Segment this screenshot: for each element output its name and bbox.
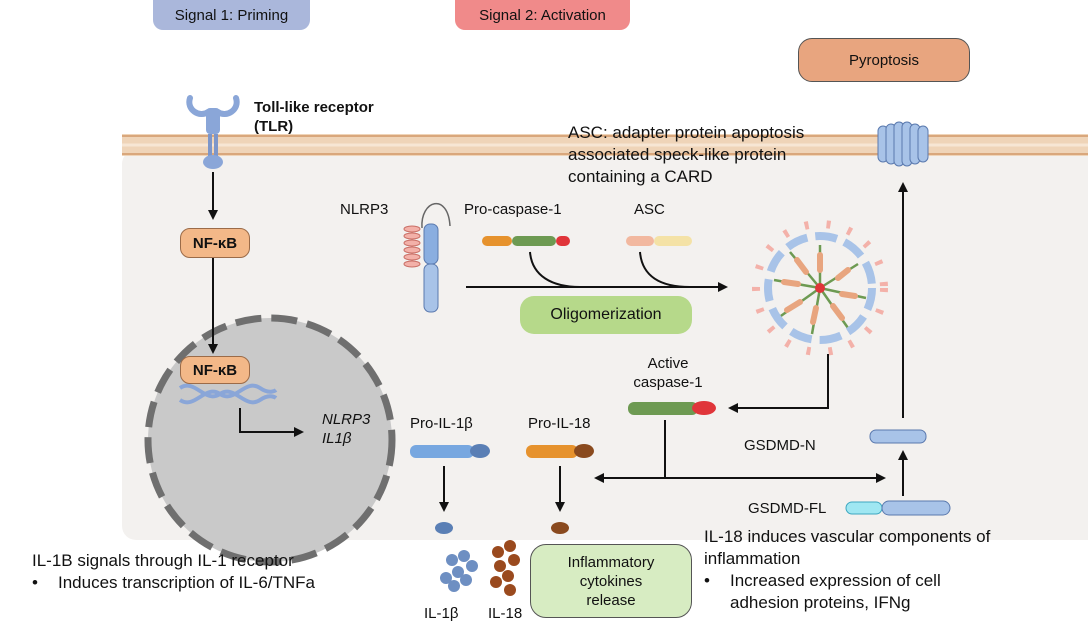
pro-caspase-1-label: Pro-caspase-1 <box>464 201 562 218</box>
il18-cluster-icon <box>490 540 520 596</box>
gsdmd-fl-protein-icon <box>845 500 951 516</box>
gsdmd-pore-icon <box>877 121 929 167</box>
arrow-dna-to-genes <box>239 408 304 437</box>
inflammasome-icon <box>752 220 888 356</box>
arrow-inflammasome-to-active-caspase <box>728 354 829 413</box>
il1b-cluster-icon <box>440 550 478 592</box>
il18-label: IL-18 <box>488 605 523 622</box>
tlr-receptor-icon <box>186 95 240 169</box>
nlrp3-label: NLRP3 <box>340 201 389 218</box>
gsdmd-n-protein-icon <box>869 429 927 444</box>
pro-il18-protein-icon <box>526 444 594 458</box>
il1b-label: IL-1β <box>424 605 459 622</box>
active-caspase-1-protein-icon <box>628 401 716 415</box>
il18-note: IL-18 induces vascular components of inf… <box>704 527 991 612</box>
gsdmd-fl-label: GSDMD-FL <box>748 500 827 517</box>
pro-il18-label: Pro-IL-18 <box>528 415 591 432</box>
nlrp3-protein-icon <box>403 203 451 313</box>
nfkb-cytoplasm-box: NF-κB <box>180 228 250 258</box>
dna-helix-icon <box>178 383 278 405</box>
il1b-mature-icon <box>435 522 453 534</box>
il18-mature-icon <box>551 522 569 534</box>
il1b-note: IL-1B signals through IL-1 receptor •Ind… <box>32 551 316 592</box>
gsdmd-n-label: GSDMD-N <box>744 437 816 454</box>
tlr-label: Toll-like receptor(TLR) <box>254 99 374 135</box>
oligomerization-box: Oligomerization <box>520 296 692 334</box>
asc-label: ASC <box>634 201 665 218</box>
signal-2-activation-tag: Signal 2: Activation <box>455 0 630 30</box>
asc-protein-icon <box>626 236 692 246</box>
nfkb-nucleus-box: NF-κB <box>180 356 250 384</box>
pro-il1b-protein-icon <box>410 444 490 458</box>
signal-1-priming-tag: Signal 1: Priming <box>153 0 310 30</box>
pro-il1b-label: Pro-IL-1β <box>410 415 473 432</box>
pro-caspase-1-protein-icon <box>482 236 570 246</box>
pyroptosis-box: Pyroptosis <box>798 38 970 82</box>
